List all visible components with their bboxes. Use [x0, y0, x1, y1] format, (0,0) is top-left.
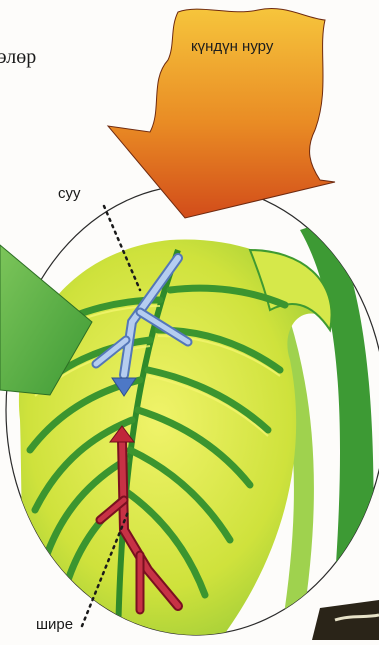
- label-water: суу: [58, 185, 81, 202]
- text-fragment-top-left: элөр: [0, 46, 36, 69]
- label-sap: шире: [36, 616, 73, 633]
- leaf-illustration: [19, 220, 374, 640]
- corner-dark-patch: [312, 600, 379, 640]
- label-sunlight: күндүн нуру: [191, 38, 273, 55]
